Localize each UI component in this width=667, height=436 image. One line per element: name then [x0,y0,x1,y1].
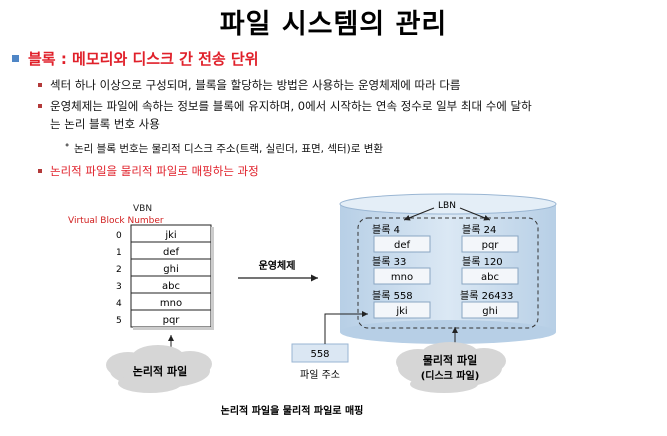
block-label: 블록 26433 [460,290,513,302]
block-value: ghi [482,306,497,317]
block-value: mno [391,272,413,283]
vbn-table: 0 1 2 3 4 5 jki def ghi abc mno pqr [116,224,214,330]
address-value: 558 [310,349,329,360]
address-arrow-icon [324,311,368,344]
slide-title: 파일 시스템의 관리 [219,9,448,40]
bullet-sector: 섹터 하나 이상으로 구성되며, 블록을 할당하는 방법은 사용하는 운영체제에… [38,78,461,92]
vbn-index: 0 [116,231,122,241]
vbn-cell: ghi [163,264,178,275]
address-label: 파일 주소 [300,369,340,381]
vbn-index: 4 [116,299,122,309]
vbn-cell: pqr [163,315,181,326]
block-grid: 블록 4 블록 24 def pqr 블록 33 블록 120 mno abc … [372,224,519,319]
logical-file-label: 논리적 파일 [133,364,187,378]
physical-file-cloud-icon [396,342,506,393]
vbn-cell: jki [164,230,176,241]
block-value: abc [481,272,499,283]
address-box [291,343,349,363]
disk-cylinder [339,193,557,344]
os-label: 운영체제 [259,259,296,272]
bullet-os-info-cont: 는 논리 블록 번호 사용 [50,117,160,131]
vbn-index: 1 [116,248,122,258]
vbn-index: 3 [116,282,122,292]
block-value: def [394,240,411,251]
physical-file-label: 물리적 파일 [423,353,477,367]
lbn-arrow-right-icon [459,207,491,221]
figure-caption: 논리적 파일을 물리적 파일로 매핑 [221,404,364,417]
logical-file-cloud-icon [106,345,212,393]
block-label: 블록 120 [462,256,503,268]
block-value: jki [395,306,407,317]
vbn-label: VBN [133,204,152,214]
lbn-arrow-left-icon [403,207,435,221]
block-value: pqr [482,240,500,251]
vbn-annotation: Virtual Block Number [68,216,164,226]
vbn-index: 5 [116,316,122,326]
block-label: 블록 33 [372,256,406,268]
bullet-mapping: 논리적 파일을 물리적 파일로 매핑하는 과정 [38,164,259,178]
vbn-cell: abc [162,281,180,292]
section-heading: 블록 : 메모리와 디스크 간 전송 단위 [28,50,259,68]
vbn-cell: mno [160,298,182,309]
block-label: 블록 558 [372,290,413,302]
square-bullet-icon [12,55,19,62]
bullet-os-info: 운영체제는 파일에 속하는 정보를 블록에 유지하며, 0에서 시작하는 연속 … [38,99,532,113]
physical-file-sublabel: (디스크 파일) [421,369,480,382]
lbn-label: LBN [438,201,456,211]
vbn-index: 2 [116,265,122,275]
vbn-cell: def [163,247,180,258]
sub-bullet-translation: 논리 블록 번호는 물리적 디스크 주소(트랙, 실린더, 표면, 섹터)로 변… [64,140,383,156]
block-label: 블록 24 [462,224,496,236]
block-label: 블록 4 [372,224,400,236]
